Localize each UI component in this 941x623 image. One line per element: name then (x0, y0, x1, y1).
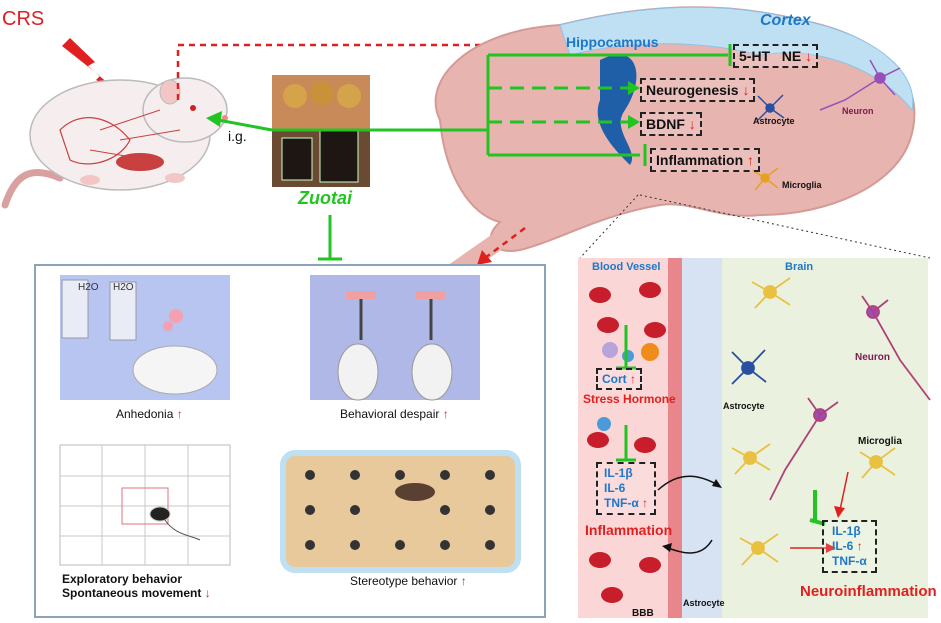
anhedonia-label: Anhedonia ↑ (116, 407, 183, 421)
stereotype-label: Stereotype behavior ↑ (350, 574, 467, 588)
neuro-cytokine-il1b: IL-1β (832, 524, 861, 538)
hippocampus-label: Hippocampus (566, 34, 659, 50)
blood-inflammation-label: Inflammation (585, 522, 673, 538)
norepinephrine-label: NE (781, 48, 802, 64)
despair-label: Behavioral despair ↑ (340, 407, 449, 421)
cort-label: Cort (602, 372, 627, 386)
brain-neuron-label: Neuron (842, 106, 874, 116)
bbb-label: BBB (632, 608, 654, 619)
serotonin-label: 5-HT (739, 48, 771, 64)
down-arrow-icon: ↓ (688, 116, 696, 132)
zuotai-label: Zuotai (298, 188, 352, 208)
inflammation-label: Inflammation (656, 152, 744, 168)
blood-vessel-label: Blood Vessel (592, 261, 661, 273)
tail-suspension-image (310, 275, 480, 401)
cytokine-tnfa: TNF-α (604, 496, 639, 510)
bdnf-label: BDNF (646, 116, 685, 132)
detail-astrocyte1-label: Astrocyte (723, 401, 765, 411)
brain-astrocyte-icon (757, 94, 785, 121)
crs-label: CRS (2, 8, 45, 30)
down-arrow-icon: ↓ (204, 586, 211, 600)
down-arrow-icon: ↓ (805, 48, 813, 64)
brain-detail-label: Brain (785, 261, 814, 273)
up-arrow-icon: ↑ (642, 496, 649, 510)
stress-hormone-label: Stress Hormone (583, 392, 676, 406)
up-arrow-icon: ↑ (460, 574, 467, 588)
cytokine-box: IL-1β IL-6 TNF-α ↑ (596, 462, 657, 515)
open-field-image (59, 444, 231, 566)
cort-box: Cort ↑ (596, 368, 643, 390)
neurogenesis-label: Neurogenesis (646, 82, 739, 98)
sucrose-test-image (60, 275, 230, 400)
brain-neuron-icon (819, 59, 901, 111)
detail-astrocyte-icon (731, 349, 767, 385)
cytokine-il1b: IL-1β (604, 466, 633, 480)
brain-microglia-label: Microglia (782, 180, 822, 190)
up-arrow-icon: ↑ (630, 372, 637, 386)
brain-microglia-icon (751, 167, 779, 191)
detail-microglia-label: Microglia (858, 436, 902, 447)
detail-yellow-astrocyte-icon (731, 277, 896, 566)
up-arrow-icon: ↑ (747, 152, 755, 168)
up-arrow-icon: ↑ (856, 539, 863, 553)
water2-label: H2O (113, 282, 134, 293)
bdnf-box: BDNF ↓ (640, 112, 702, 136)
detail-panel (578, 258, 928, 618)
up-arrow-icon: ↑ (176, 407, 183, 421)
rat-illustration (1, 77, 228, 209)
route-label: i.g. (228, 128, 247, 144)
detail-neuron-icon (861, 295, 931, 401)
inflammation-box: Inflammation ↑ (650, 148, 761, 172)
neuro-cytokine-tnfa: TNF-α (832, 554, 867, 568)
hole-board-image (280, 450, 521, 573)
exploratory-label: Exploratory behavior Spontaneous movemen… (62, 572, 211, 600)
detail-neuron2-icon (769, 397, 839, 501)
cytokine-il6: IL-6 (604, 481, 626, 495)
neuro-cytokine-il6: IL-6 (832, 539, 854, 553)
neuroinflammation-label: Neuroinflammation (800, 583, 937, 600)
detail-neuron-label: Neuron (855, 352, 890, 363)
neurotransmitter-box: 5-HT NE ↓ (733, 44, 819, 68)
cortex-label: Cortex (760, 12, 811, 29)
neuro-cytokine-box: IL-1β IL-6 ↑ TNF-α (822, 520, 877, 573)
water1-label: H2O (78, 282, 99, 293)
down-arrow-icon: ↓ (742, 82, 750, 98)
neurogenesis-box: Neurogenesis ↓ (640, 78, 756, 102)
brain-astrocyte-label: Astrocyte (753, 116, 795, 126)
up-arrow-icon: ↑ (442, 407, 449, 421)
detail-astrocyte2-label: Astrocyte (683, 598, 725, 608)
lightning-icon (62, 38, 118, 92)
